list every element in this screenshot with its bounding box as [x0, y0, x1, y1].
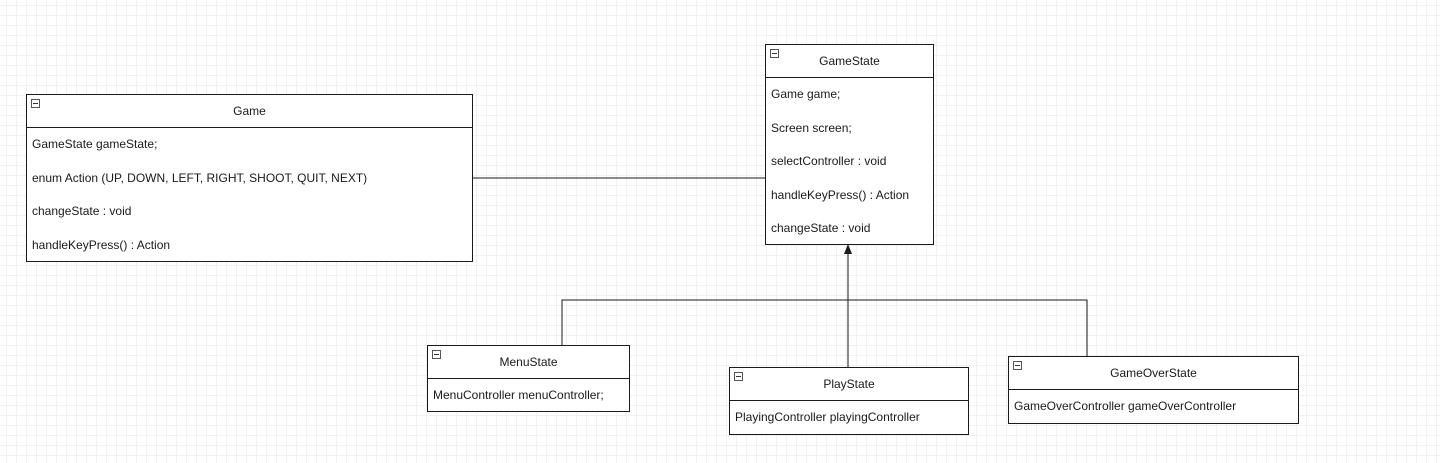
class-attribute[interactable]: Game game;: [771, 87, 841, 101]
class-attribute[interactable]: GameState gameState;: [32, 137, 158, 151]
generalization-gameoverstate[interactable]: [848, 299, 1088, 356]
collapse-icon[interactable]: [31, 99, 40, 108]
class-method[interactable]: selectController : void: [771, 154, 887, 169]
generalization-menustate[interactable]: [561, 299, 848, 345]
class-game[interactable]: Game GameState gameState; enum Action (U…: [26, 94, 473, 262]
class-name: GameOverState: [1110, 366, 1197, 380]
class-header[interactable]: MenuState: [428, 346, 629, 379]
class-attribute[interactable]: Screen screen;: [771, 120, 852, 135]
class-header[interactable]: GameOverState: [1009, 357, 1298, 390]
class-name: GameState: [819, 54, 880, 68]
class-header[interactable]: Game: [27, 95, 472, 128]
class-gameoverstate[interactable]: GameOverState GameOverController gameOve…: [1008, 356, 1299, 424]
collapse-icon[interactable]: [734, 372, 743, 381]
class-name: PlayState: [823, 377, 875, 391]
class-name: MenuState: [499, 355, 558, 369]
class-name: Game: [233, 104, 266, 118]
class-attribute[interactable]: GameOverController gameOverController: [1014, 399, 1237, 413]
class-menustate[interactable]: MenuState MenuController menuController;: [427, 345, 630, 412]
class-header[interactable]: PlayState: [730, 368, 968, 401]
class-method[interactable]: handleKeyPress() : Action: [771, 187, 910, 202]
class-method[interactable]: changeState : void: [771, 221, 871, 236]
collapse-icon[interactable]: [770, 49, 779, 58]
class-attribute[interactable]: PlayingController playingController: [735, 410, 920, 424]
collapse-icon[interactable]: [432, 350, 441, 359]
class-header[interactable]: GameState: [766, 45, 933, 78]
class-method[interactable]: changeState : void: [32, 204, 132, 219]
class-playstate[interactable]: PlayState PlayingController playingContr…: [729, 367, 969, 435]
collapse-icon[interactable]: [1013, 361, 1022, 370]
class-method[interactable]: handleKeyPress() : Action: [32, 237, 171, 252]
class-attribute[interactable]: MenuController menuController;: [433, 388, 604, 402]
class-gamestate[interactable]: GameState Game game; Screen screen; sele…: [765, 44, 934, 245]
inheritance-arrowhead: [844, 244, 852, 254]
class-attribute[interactable]: enum Action (UP, DOWN, LEFT, RIGHT, SHOO…: [32, 170, 368, 185]
